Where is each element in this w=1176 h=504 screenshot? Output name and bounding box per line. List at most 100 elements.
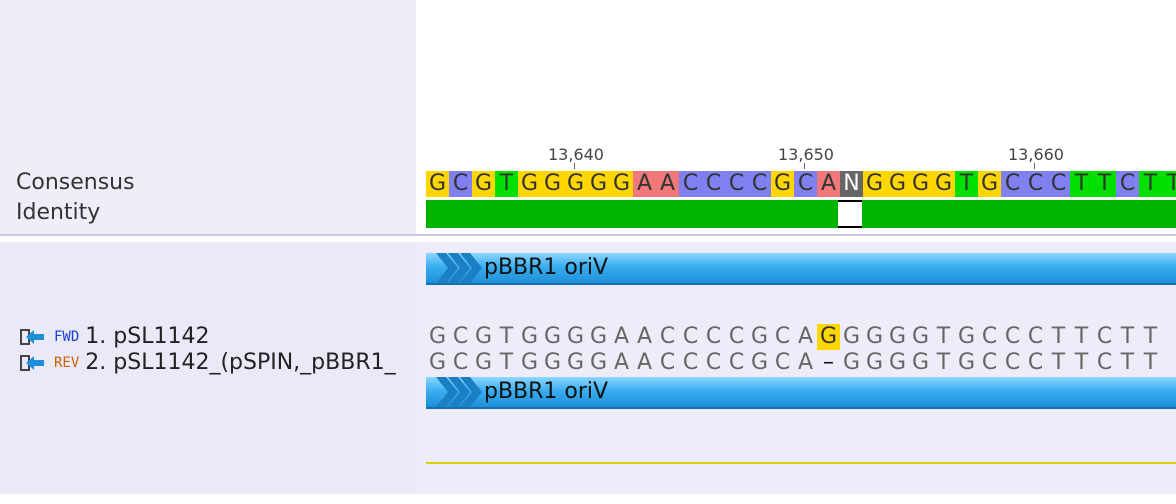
sequence-base[interactable]: A bbox=[636, 324, 653, 349]
consensus-base[interactable]: G bbox=[863, 171, 886, 197]
consensus-base[interactable]: T bbox=[1162, 171, 1176, 197]
sequence-base[interactable]: T bbox=[499, 324, 514, 349]
sequence-base[interactable]: G bbox=[957, 350, 976, 375]
pane-divider[interactable] bbox=[0, 234, 1176, 236]
sequence-base[interactable]: A bbox=[613, 350, 630, 375]
consensus-base[interactable]: N bbox=[840, 171, 863, 197]
sequence-base[interactable]: C bbox=[1096, 324, 1113, 349]
consensus-base[interactable]: C bbox=[1116, 171, 1139, 197]
sequence-base[interactable]: C bbox=[659, 350, 676, 375]
sequence-base[interactable]: G bbox=[817, 324, 840, 350]
sequence-base[interactable]: G bbox=[428, 324, 447, 349]
sequence-base[interactable]: T bbox=[1051, 350, 1066, 375]
sequence-base[interactable]: A bbox=[797, 350, 814, 375]
sequence-base[interactable]: C bbox=[1004, 324, 1021, 349]
sequence-base[interactable]: A bbox=[613, 324, 630, 349]
sequence-base[interactable]: C bbox=[728, 324, 745, 349]
sequence-base[interactable]: C bbox=[774, 324, 791, 349]
consensus-base[interactable]: G bbox=[978, 171, 1001, 197]
consensus-base[interactable]: C bbox=[449, 171, 472, 197]
consensus-base[interactable]: G bbox=[932, 171, 955, 197]
consensus-base[interactable]: C bbox=[1024, 171, 1047, 197]
consensus-base[interactable]: C bbox=[1001, 171, 1024, 197]
sequence-base[interactable]: T bbox=[1051, 324, 1066, 349]
sequence-base[interactable]: G bbox=[428, 350, 447, 375]
sequence-base[interactable]: C bbox=[981, 324, 998, 349]
sequence-base[interactable]: T bbox=[1074, 324, 1089, 349]
sequence-base[interactable]: T bbox=[1120, 350, 1135, 375]
sequence-base[interactable]: G bbox=[888, 350, 907, 375]
sequence-base[interactable]: T bbox=[936, 350, 951, 375]
consensus-base[interactable]: A bbox=[633, 171, 656, 197]
sequence-base[interactable]: G bbox=[566, 324, 585, 349]
consensus-base[interactable]: G bbox=[426, 171, 449, 197]
consensus-base[interactable]: T bbox=[1139, 171, 1162, 197]
sequence-base[interactable]: C bbox=[659, 324, 676, 349]
sequence-base[interactable]: C bbox=[682, 350, 699, 375]
sequence-base[interactable]: G bbox=[842, 324, 861, 349]
consensus-base[interactable]: C bbox=[679, 171, 702, 197]
consensus-base[interactable]: C bbox=[794, 171, 817, 197]
consensus-base[interactable]: G bbox=[472, 171, 495, 197]
sequence-base[interactable]: G bbox=[911, 324, 930, 349]
sequence-base[interactable]: A bbox=[636, 350, 653, 375]
sequence-base[interactable]: G bbox=[566, 350, 585, 375]
feature-annotation-top[interactable]: pBBR1 oriV bbox=[426, 253, 1176, 285]
sequence-base[interactable]: G bbox=[543, 324, 562, 349]
sequence-base[interactable]: G bbox=[474, 324, 493, 349]
sequence-base[interactable]: G bbox=[865, 324, 884, 349]
feature-annotation-bottom[interactable]: pBBR1 oriV bbox=[426, 377, 1176, 409]
sequence-base[interactable]: C bbox=[452, 350, 469, 375]
sequence-base[interactable]: C bbox=[705, 324, 722, 349]
sequence-base[interactable]: G bbox=[543, 350, 562, 375]
sequence-base[interactable]: C bbox=[452, 324, 469, 349]
sequence-base[interactable]: G bbox=[911, 350, 930, 375]
consensus-base[interactable]: A bbox=[656, 171, 679, 197]
consensus-base[interactable]: T bbox=[955, 171, 978, 197]
sequence-base[interactable]: C bbox=[1096, 350, 1113, 375]
consensus-base[interactable]: T bbox=[495, 171, 518, 197]
consensus-base[interactable]: C bbox=[702, 171, 725, 197]
consensus-base[interactable]: C bbox=[748, 171, 771, 197]
sequence-name-1[interactable]: FWD 1. pSL1142 bbox=[20, 324, 209, 349]
sequence-base[interactable]: A bbox=[797, 324, 814, 349]
sequence-base[interactable]: G bbox=[750, 324, 769, 349]
sequence-base[interactable]: C bbox=[981, 350, 998, 375]
consensus-base[interactable]: G bbox=[518, 171, 541, 197]
consensus-base[interactable]: G bbox=[886, 171, 909, 197]
consensus-base[interactable]: G bbox=[909, 171, 932, 197]
sequence-base[interactable]: C bbox=[705, 350, 722, 375]
consensus-base[interactable]: G bbox=[564, 171, 587, 197]
consensus-base[interactable]: G bbox=[771, 171, 794, 197]
consensus-base[interactable]: C bbox=[725, 171, 748, 197]
sequence-name-2[interactable]: REV 2. pSL1142_(pSPIN,_pBBR1_ bbox=[20, 350, 396, 375]
consensus-base[interactable]: T bbox=[1093, 171, 1116, 197]
sequence-base[interactable]: C bbox=[1004, 350, 1021, 375]
consensus-base[interactable]: T bbox=[1070, 171, 1093, 197]
sequence-base[interactable]: T bbox=[1143, 324, 1158, 349]
sequence-base[interactable]: T bbox=[1074, 350, 1089, 375]
sequence-base[interactable]: C bbox=[682, 324, 699, 349]
consensus-base[interactable]: C bbox=[1047, 171, 1070, 197]
sequence-base[interactable]: G bbox=[957, 324, 976, 349]
sequence-base[interactable]: G bbox=[865, 350, 884, 375]
sequence-base[interactable]: C bbox=[774, 350, 791, 375]
sequence-base[interactable]: G bbox=[589, 324, 608, 349]
sequence-base[interactable]: G bbox=[520, 324, 539, 349]
sequence-base[interactable]: C bbox=[1027, 324, 1044, 349]
sequence-base[interactable]: T bbox=[936, 324, 951, 349]
consensus-base[interactable]: G bbox=[587, 171, 610, 197]
sequence-base[interactable]: G bbox=[589, 350, 608, 375]
consensus-base[interactable]: G bbox=[610, 171, 633, 197]
sequence-base[interactable]: T bbox=[499, 350, 514, 375]
sequence-base[interactable]: G bbox=[750, 350, 769, 375]
consensus-base[interactable]: A bbox=[817, 171, 840, 197]
sequence-base[interactable]: G bbox=[474, 350, 493, 375]
consensus-base[interactable]: G bbox=[541, 171, 564, 197]
sequence-base[interactable]: C bbox=[728, 350, 745, 375]
sequence-base[interactable]: – bbox=[823, 350, 834, 375]
sequence-base[interactable]: G bbox=[520, 350, 539, 375]
